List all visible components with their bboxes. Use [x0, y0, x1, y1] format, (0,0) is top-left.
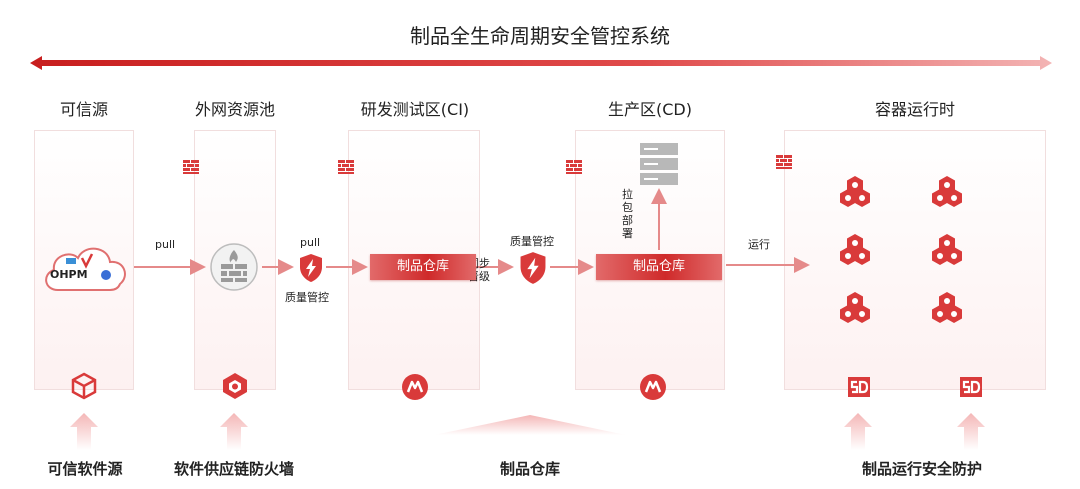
container-cluster-icon	[932, 176, 962, 207]
cloud-icon	[45, 247, 126, 291]
bottom-label-runtime-protection: 制品运行安全防护	[861, 460, 982, 478]
bottom-label-trusted-source: 可信软件源	[47, 460, 123, 478]
zone-label-ci: 研发测试区(CI)	[360, 100, 470, 119]
server-icon	[640, 143, 678, 185]
artifact-logo-icon	[640, 374, 666, 400]
flow-label-pull: pull	[300, 236, 321, 249]
zone-label-trusted-source: 可信源	[59, 100, 108, 119]
brick-wall-icon	[183, 160, 199, 174]
panel-runtime	[784, 130, 1046, 390]
container-cluster-icon	[840, 176, 870, 207]
zone-label-runtime: 容器运行时	[874, 100, 955, 119]
cloud-label: OHPM	[50, 268, 88, 281]
flow-label-pull: pull	[155, 238, 176, 251]
cd-artifact-repo: 制品仓库	[596, 254, 722, 280]
brick-wall-icon	[776, 155, 792, 169]
bottom-label-artifact-repo: 制品仓库	[499, 460, 560, 478]
brick-wall-icon	[338, 160, 354, 174]
sd-logo-icon	[960, 377, 982, 397]
docker-icon	[66, 258, 76, 264]
container-cluster-icon	[840, 292, 870, 323]
shield-lightning-icon	[300, 254, 322, 282]
flow-label-run: 运行	[748, 238, 770, 251]
bottom-up-arrows	[70, 413, 985, 450]
lifecycle-timeline-arrow	[30, 56, 1052, 70]
page-title: 制品全生命周期安全管控系统	[410, 24, 670, 48]
hexagon-gear-icon	[223, 373, 247, 399]
bird-logo-icon	[101, 270, 111, 280]
flow-label-quality-gate: 质量管控	[510, 235, 554, 248]
artifact-logo-icon	[402, 374, 428, 400]
container-cluster-icon	[932, 292, 962, 323]
ci-artifact-repo: 制品仓库	[370, 254, 476, 280]
container-cluster-icon	[840, 234, 870, 265]
bottom-label-supply-chain-firewall: 软件供应链防火墙	[173, 460, 294, 478]
zone-label-cd: 生产区(CD)	[608, 100, 692, 119]
firewall-circle-icon	[210, 243, 258, 291]
zone-label-external-pool: 外网资源池	[194, 100, 275, 119]
cube-icon	[71, 372, 97, 400]
check-logo-icon	[80, 253, 94, 269]
flow-label-deploy: 拉 包 部 署	[622, 188, 633, 240]
container-cluster-group	[840, 176, 962, 323]
flow-label-quality-gate: 质量管控	[285, 291, 329, 304]
shield-lightning-icon	[520, 252, 546, 284]
sd-logo-icon	[848, 377, 870, 397]
container-cluster-icon	[932, 234, 962, 265]
brick-wall-icon	[566, 160, 582, 174]
